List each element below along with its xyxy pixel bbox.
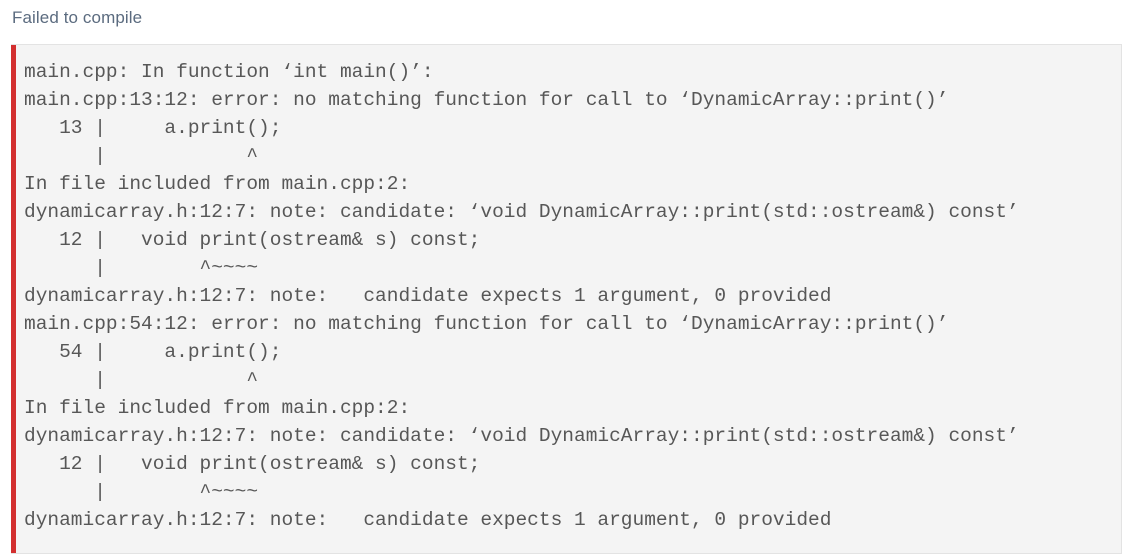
log-line: dynamicarray.h:12:7: note: candidate exp… [24,509,832,531]
error-accent-bar [11,45,16,553]
log-line: dynamicarray.h:12:7: note: candidate: ‘v… [24,425,1019,447]
log-line: 13 | a.print(); [24,117,282,139]
compiler-output-log[interactable]: main.cpp: In function ‘int main()’: main.… [24,45,1121,553]
log-line: 12 | void print(ostream& s) const; [24,453,481,475]
log-line: | ^ [24,145,259,167]
log-line: dynamicarray.h:12:7: note: candidate: ‘v… [24,201,1019,223]
compiler-output-panel: main.cpp: In function ‘int main()’: main.… [11,44,1122,554]
log-line: 12 | void print(ostream& s) const; [24,229,481,251]
log-line: 54 | a.print(); [24,341,282,363]
page-title: Failed to compile [12,8,143,27]
log-line: | ^ [24,369,259,391]
log-line: | ^~~~~ [24,257,259,279]
log-line: main.cpp:54:12: error: no matching funct… [24,313,949,335]
log-line: In file included from main.cpp:2: [24,397,411,419]
log-line: In file included from main.cpp:2: [24,173,411,195]
log-line: dynamicarray.h:12:7: note: candidate exp… [24,285,832,307]
log-line: main.cpp: In function ‘int main()’: [24,61,434,83]
log-line: main.cpp:13:12: error: no matching funct… [24,89,949,111]
log-line: | ^~~~~ [24,481,259,503]
